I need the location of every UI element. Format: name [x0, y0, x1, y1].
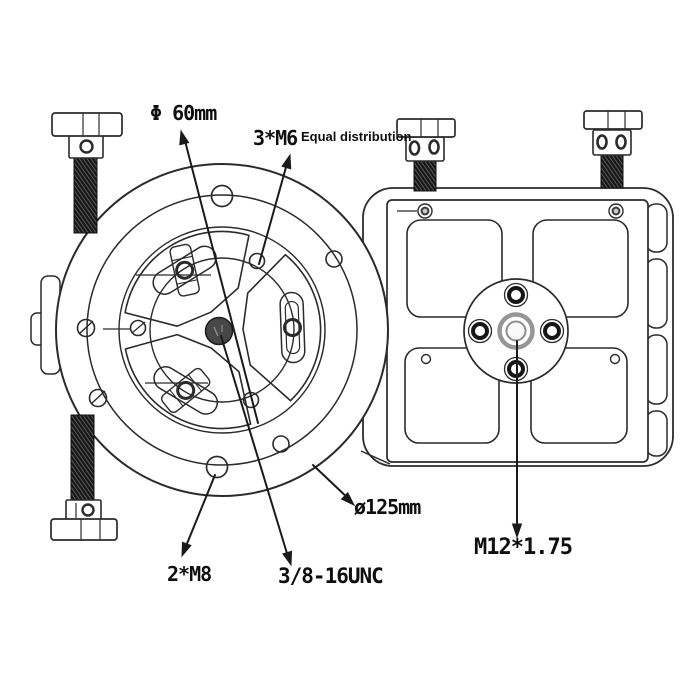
- rail-slot: [645, 203, 668, 253]
- pocket-top-left: [406, 219, 503, 318]
- hub-circle: [118, 226, 326, 434]
- block-hole: [428, 139, 440, 155]
- lobe-slot: [279, 291, 306, 364]
- pocket-bottom-left: [404, 347, 500, 444]
- top-margin-holes: [397, 203, 624, 219]
- ring-screw-left: [76, 318, 96, 338]
- rail-slot: [645, 258, 668, 329]
- arrowhead: [340, 491, 356, 507]
- label-dia125: ø125mm: [354, 495, 421, 519]
- circular-plate-assembly: [30, 163, 389, 497]
- square-plate-assembly: [360, 187, 674, 467]
- ring-screw-lower-left: [88, 388, 108, 408]
- leader-dia125: [312, 464, 356, 507]
- screw-shaft: [600, 153, 624, 189]
- label-m8: 2*M8: [167, 562, 212, 586]
- arrowhead: [281, 153, 292, 170]
- label-m6-note: Equal distribution: [301, 129, 412, 144]
- lobe-outline: [124, 230, 250, 327]
- block-hole: [408, 140, 421, 156]
- arrowhead: [179, 129, 190, 146]
- screw-shaft: [413, 156, 437, 192]
- screw-shaft: [70, 414, 95, 504]
- ringed-hole-center: [420, 206, 430, 216]
- pocket-cutouts: [404, 219, 629, 444]
- leader-dia60: [179, 129, 259, 424]
- left-tab: [30, 275, 61, 375]
- block-hole: [615, 134, 627, 150]
- pocket-top-right: [532, 219, 629, 318]
- label-dia60: Φ 60mm: [150, 101, 217, 125]
- frame-corner-chamfer: [360, 450, 391, 465]
- arrowhead: [511, 523, 523, 539]
- thumb-screw-left-top: [51, 112, 123, 234]
- ring-hole-upper-right: [325, 250, 343, 268]
- leader-m8: [181, 474, 216, 558]
- thumb-screw-top-right-2: [583, 110, 643, 189]
- m8-hole-bottom: [205, 455, 229, 479]
- leader-m12: [511, 340, 523, 539]
- label-m6: 3*M6: [253, 126, 298, 150]
- m6-hole-left: [129, 319, 147, 337]
- slider-block: [169, 243, 200, 297]
- block-hole: [79, 139, 94, 154]
- rail-slot: [645, 334, 668, 405]
- t-handle: [51, 112, 123, 137]
- m8-hole-top: [210, 184, 234, 208]
- screw-shaft: [73, 154, 98, 234]
- pocket-hole: [609, 353, 621, 365]
- t-handle: [583, 110, 643, 130]
- arrowhead: [282, 550, 293, 567]
- block-hole: [81, 503, 95, 517]
- lobe-right: [242, 253, 322, 402]
- m12-center-hole: [505, 320, 527, 342]
- lobe-outline: [124, 333, 252, 430]
- leader-unc: [220, 335, 293, 567]
- pocket-bottom-right: [530, 347, 628, 444]
- label-m12: M12*1.75: [474, 535, 573, 560]
- thumb-screw-top-right-1: [396, 118, 456, 192]
- leader-lines: [179, 129, 523, 567]
- ringed-hole: [417, 203, 433, 219]
- t-handle: [50, 518, 118, 541]
- rail-slot: [645, 410, 668, 457]
- ring-hole-lower-right: [272, 435, 290, 453]
- t-handle: [396, 118, 456, 138]
- center-hole: [204, 316, 234, 346]
- slot-ball: [282, 318, 302, 338]
- lobe-slot: [153, 366, 219, 415]
- thumb-screw-left-bottom: [50, 414, 118, 541]
- block-hole: [596, 134, 608, 150]
- leader-m6: [258, 153, 292, 265]
- ringed-hole: [608, 203, 624, 219]
- center-boss: [463, 278, 569, 384]
- label-unc: 3/8-16UNC: [278, 564, 384, 588]
- lobe-lower-left: [124, 333, 252, 430]
- lobe-outline: [242, 253, 322, 402]
- screw-block: [68, 134, 104, 159]
- arrowhead: [181, 541, 192, 558]
- rim-circle: [86, 194, 358, 466]
- pocket-hole: [420, 353, 432, 365]
- m6-hole: [248, 252, 266, 270]
- ringed-hole-center: [611, 206, 621, 216]
- boss-circle: [149, 257, 295, 403]
